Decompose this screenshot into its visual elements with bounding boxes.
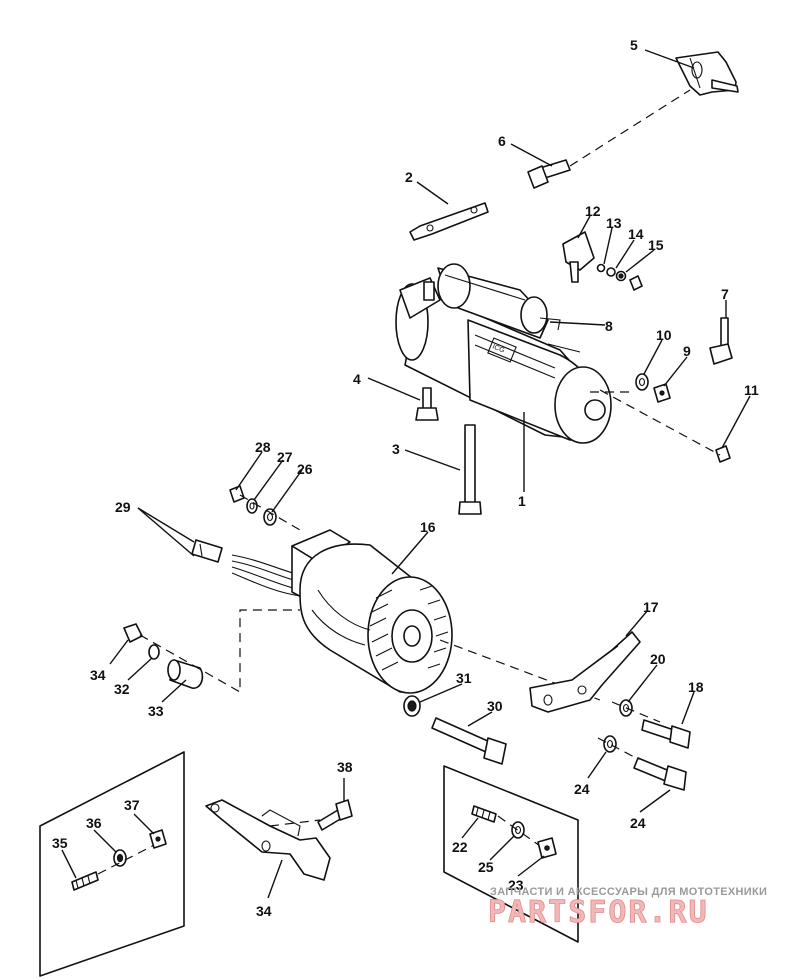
callout-35: 35 [52,835,68,851]
stud-part-35 [71,871,99,891]
stud-part-21 [471,805,497,823]
callout-23: 24 [630,815,646,831]
callout-37: 37 [124,797,140,813]
nut-washer-parts-9-10-11 [635,373,731,463]
nut-washer-parts-25-26-27 [229,485,277,526]
bolt-part-18 [641,719,691,749]
callout-27: 28 [255,439,271,455]
callout-14: 14 [628,226,644,242]
bolt-part-29 [431,717,507,765]
leader-lines [61,49,751,899]
nut-part-22 [537,837,557,859]
callout-2: 2 [405,169,413,185]
callout-28: 29 [115,499,131,515]
bolt-part-4 [415,387,439,421]
wire-terminal-part-28 [191,539,223,563]
callout-36: 36 [86,815,102,831]
inset-panel-left [39,751,185,977]
callout-3: 3 [392,441,400,457]
alternator-assembly [123,485,691,791]
terminal-parts-12-15 [562,231,643,291]
strap-part-2 [409,202,489,241]
callout-10: 10 [656,327,672,343]
bolt-part-23 [633,757,687,791]
callout-24-inset: 25 [478,859,494,875]
inset-panel-right [443,765,579,943]
guide-line-31-33 [139,609,300,694]
callout-16: 16 [420,519,436,535]
bracket-part-17 [529,631,641,713]
callout-24: 24 [574,781,590,797]
callout-25: 26 [297,461,313,477]
callout-6: 6 [498,133,506,149]
callout-33: 34 [90,667,106,683]
callout-26: 27 [277,449,293,465]
callout-32: 33 [148,703,164,719]
callout-8: 8 [605,318,613,334]
callout-1: 1 [518,493,526,509]
callout-7: 7 [721,286,729,302]
callout-21: 22 [452,839,468,855]
callout-30: 31 [456,670,472,686]
bolt-part-38 [317,799,353,831]
bracket-part-34 [205,799,331,881]
callout-29: 30 [487,698,503,714]
callout-38: 38 [337,759,353,775]
bolt-part-6 [527,159,571,189]
svg-text:ICG: ICG [491,343,505,354]
callout-5: 5 [630,37,638,53]
washer-part-36 [113,849,127,867]
callout-22: 23 [508,877,524,893]
hardware-parts-31-32-33 [123,623,204,689]
alternator-part-16 [291,529,453,694]
callout-34: 34 [256,903,272,919]
watermark: ЗАПЧАСТИ И АКСЕССУАРЫ ДЛЯ МОТОТЕХНИКИ PA… [488,886,767,930]
guide-line-1-11 [599,389,721,456]
watermark-brand: PARTSFOR.RU [488,895,709,930]
bracket-part-5 [675,51,739,96]
washer-parts-20-24 [603,699,633,753]
callout-20: 20 [650,651,666,667]
callout-labels: 5 6 2 12 13 14 15 7 8 10 9 11 4 3 1 28 2… [52,37,759,919]
callout-11: 11 [744,382,759,398]
guide-line-6-5 [569,89,691,167]
starter-motor-assembly: ICG [395,51,739,515]
callout-18: 18 [688,679,704,695]
callout-4: 4 [353,371,361,387]
callout-13: 13 [606,215,622,231]
callout-12: 12 [585,203,601,219]
washer-part-30 [403,695,421,717]
bolt-part-7 [709,317,733,365]
callout-17: 17 [643,599,659,615]
bolt-part-3 [458,424,482,515]
watermark-caption: ЗАПЧАСТИ И АКСЕССУАРЫ ДЛЯ МОТОТЕХНИКИ [490,886,767,898]
callout-15: 15 [648,237,664,253]
callout-9: 9 [683,343,691,359]
callout-31: 32 [114,681,130,697]
nut-part-37 [149,829,167,849]
starter-body-part-1: ICG [395,263,630,444]
washer-part-24-inset [511,821,525,839]
